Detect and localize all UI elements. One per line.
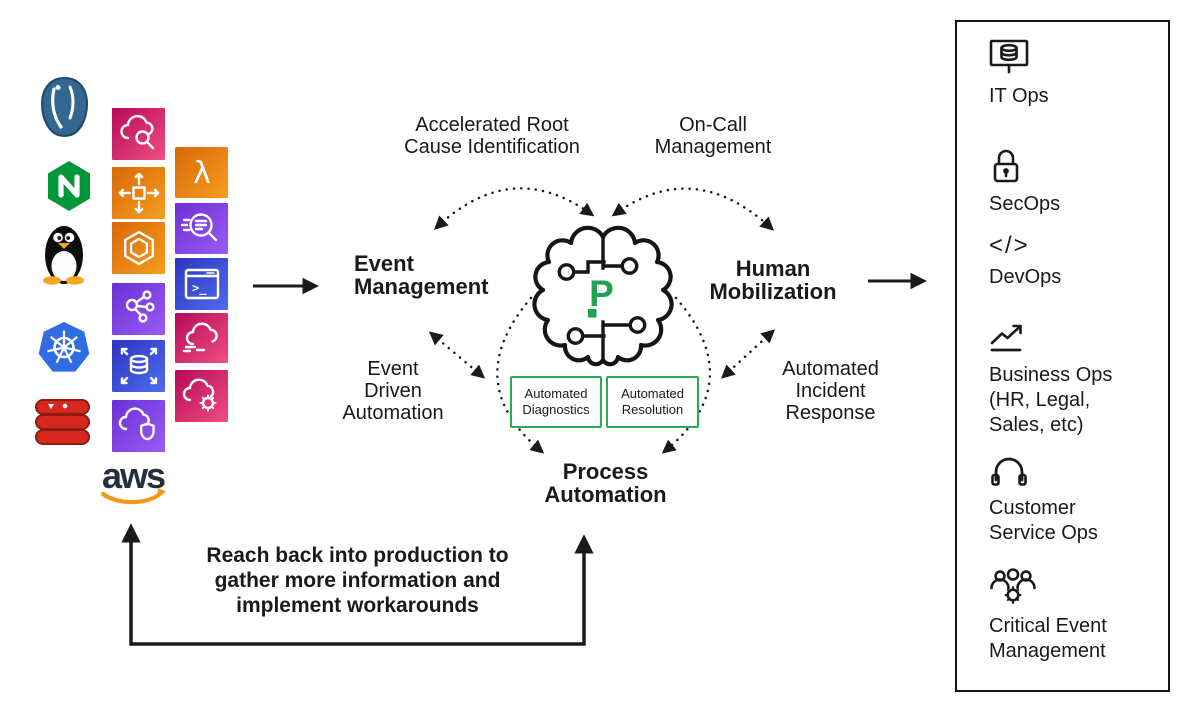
- aiops-brain-icon: P: [532, 225, 674, 367]
- aws-document-search-icon: [175, 203, 228, 254]
- ops-teams-panel: IT Ops SecOps </> DevOps Business Ops (H…: [955, 20, 1170, 692]
- automated-diagnostics-box: Automated Diagnostics: [510, 376, 602, 428]
- arc-mobilization-to-process-automation: [661, 296, 712, 454]
- aws-database-scale-icon: [112, 340, 165, 392]
- label-human-mobilization: Human Mobilization: [709, 256, 837, 304]
- panel-item-customer-service-ops: Customer Service Ops: [989, 454, 1098, 546]
- panel-item-critical-event-management: Critical Event Management: [989, 568, 1107, 664]
- lock-icon: [993, 149, 1019, 183]
- aws-logo: aws: [96, 452, 170, 510]
- panel-label-devops: DevOps: [989, 266, 1062, 288]
- panel-label-business-ops: Business Ops (HR, Legal, Sales, etc): [989, 364, 1113, 436]
- arc-event-to-process-automation: [496, 296, 545, 454]
- aws-terminal-icon: >_: [175, 258, 228, 310]
- automated-resolution-box: Automated Resolution: [606, 376, 699, 428]
- label-automated-incident-response: Automated Incident Response: [782, 358, 879, 424]
- label-event-management: Event Management: [354, 251, 489, 299]
- panel-label-customer-service-ops: Customer Service Ops: [989, 497, 1098, 544]
- trend-up-icon: [990, 324, 1022, 352]
- label-on-call-management: On-Call Management: [654, 114, 772, 158]
- arc-on-call-management: [611, 187, 775, 231]
- pagerduty-letter: P: [589, 273, 614, 314]
- panel-label-secops: SecOps: [989, 193, 1061, 215]
- panel-item-secops: SecOps: [989, 146, 1060, 217]
- panel-label-critical-event-management: Critical Event Management: [989, 615, 1107, 662]
- svg-text:>_: >_: [192, 281, 207, 296]
- aws-cloud-streams-icon: [175, 313, 228, 363]
- aws-container-hexagon-icon: [112, 222, 165, 274]
- aws-cloud-gear-icon: [175, 370, 228, 422]
- postgresql-logo: [37, 76, 92, 138]
- linux-tux-logo: [41, 221, 87, 285]
- arc-accelerated-root-cause: [433, 187, 595, 230]
- aws-cloud-search-icon: [112, 108, 165, 160]
- kubernetes-logo: [35, 322, 93, 375]
- aws-smile-icon: [100, 490, 164, 505]
- label-reach-back: Reach back into production to gather mor…: [206, 544, 509, 617]
- panel-item-it-ops: IT Ops: [989, 38, 1049, 109]
- redis-logo: [34, 397, 91, 447]
- aws-auto-scaling-icon: [112, 167, 165, 219]
- arrow-reach-back-loop: [121, 523, 594, 646]
- panel-item-business-ops: Business Ops (HR, Legal, Sales, etc): [989, 322, 1112, 438]
- headset-icon: [991, 457, 1027, 486]
- aws-cloud-shield-icon: [112, 400, 165, 452]
- label-accelerated-root-cause: Accelerated Root Cause Identification: [404, 114, 580, 158]
- monitor-database-icon: [989, 39, 1029, 74]
- people-gear-icon: [990, 568, 1036, 604]
- aws-share-network-icon: [112, 283, 165, 335]
- label-event-driven-automation: Event Driven Automation: [342, 358, 444, 424]
- panel-label-it-ops: IT Ops: [989, 85, 1049, 107]
- nginx-logo: [46, 160, 92, 212]
- code-icon: </>: [989, 232, 1030, 259]
- panel-item-devops: </> DevOps: [989, 232, 1061, 290]
- aws-lambda-icon: λ: [175, 147, 228, 198]
- label-process-automation: Process Automation: [544, 459, 667, 507]
- svg-text:aws: aws: [102, 455, 165, 496]
- svg-text:λ: λ: [193, 156, 211, 191]
